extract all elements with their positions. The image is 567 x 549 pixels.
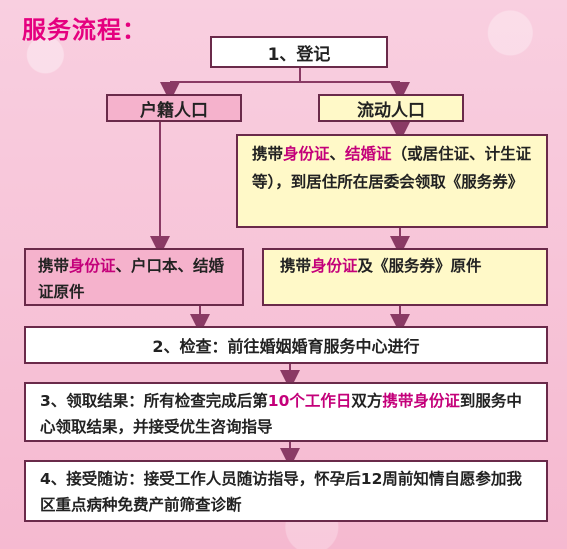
resident-docs-text-1: 携带 bbox=[38, 257, 70, 275]
register-step: 1、登记 bbox=[210, 36, 388, 68]
followup-step: 4、接受随访：接受工作人员随访指导，怀孕后12周前知情自愿参加我区重点病种免费产… bbox=[24, 460, 548, 522]
result-bring-id-card: 携带身份证 bbox=[382, 392, 460, 410]
resident-docs-id-card: 身份证 bbox=[69, 257, 116, 275]
floating-detail-box: 携带身份证、结婚证（或居住证、计生证等），到居住所在居委会领取《服务券》 bbox=[236, 134, 548, 228]
followup-label: 4、接受随访：接受工作人员随访指导，怀孕后12周前知情自愿参加我区重点病种免费产… bbox=[40, 470, 522, 514]
check-label: 2、检查：前往婚姻婚育服务中心进行 bbox=[152, 337, 420, 356]
resident-population-box: 户籍人口 bbox=[106, 94, 242, 122]
floating-docs-text-2: 及《服务券》原件 bbox=[357, 257, 482, 275]
result-text-3: 到服务中心领取结果，并接受优生咨询指导 bbox=[40, 392, 522, 436]
floating-docs-text-1: 携带 bbox=[280, 257, 312, 275]
floating-detail-marriage-cert: 结婚证 bbox=[345, 145, 392, 163]
result-working-days: 10个工作日 bbox=[267, 392, 352, 410]
floating-population-box: 流动人口 bbox=[318, 94, 464, 122]
page-title: 服务流程： bbox=[22, 16, 147, 44]
floating-detail-text-1: 携带 bbox=[252, 145, 284, 163]
floating-detail-id-card: 身份证 bbox=[283, 145, 330, 163]
check-step: 2、检查：前往婚姻婚育服务中心进行 bbox=[24, 326, 548, 364]
floating-detail-text-2: 、 bbox=[329, 145, 346, 163]
resident-population-label: 户籍人口 bbox=[140, 100, 208, 121]
floating-docs-box: 携带身份证及《服务券》原件 bbox=[262, 248, 548, 306]
resident-docs-text-2: 、户口本、结婚证原件 bbox=[38, 257, 225, 301]
result-text-1: 3、领取结果：所有检查完成后第 bbox=[40, 392, 268, 410]
result-step: 3、领取结果：所有检查完成后第10个工作日双方携带身份证到服务中心领取结果，并接… bbox=[24, 382, 548, 442]
floating-population-label: 流动人口 bbox=[357, 100, 425, 121]
resident-docs-box: 携带身份证、户口本、结婚证原件 bbox=[24, 248, 244, 306]
floating-docs-id-card: 身份证 bbox=[311, 257, 358, 275]
result-text-2: 双方 bbox=[351, 392, 383, 410]
floating-detail-text-3: （或居住证、计生证等），到居住所在居委会领取《服务券》 bbox=[252, 145, 532, 191]
register-label: 1、登记 bbox=[267, 44, 331, 65]
